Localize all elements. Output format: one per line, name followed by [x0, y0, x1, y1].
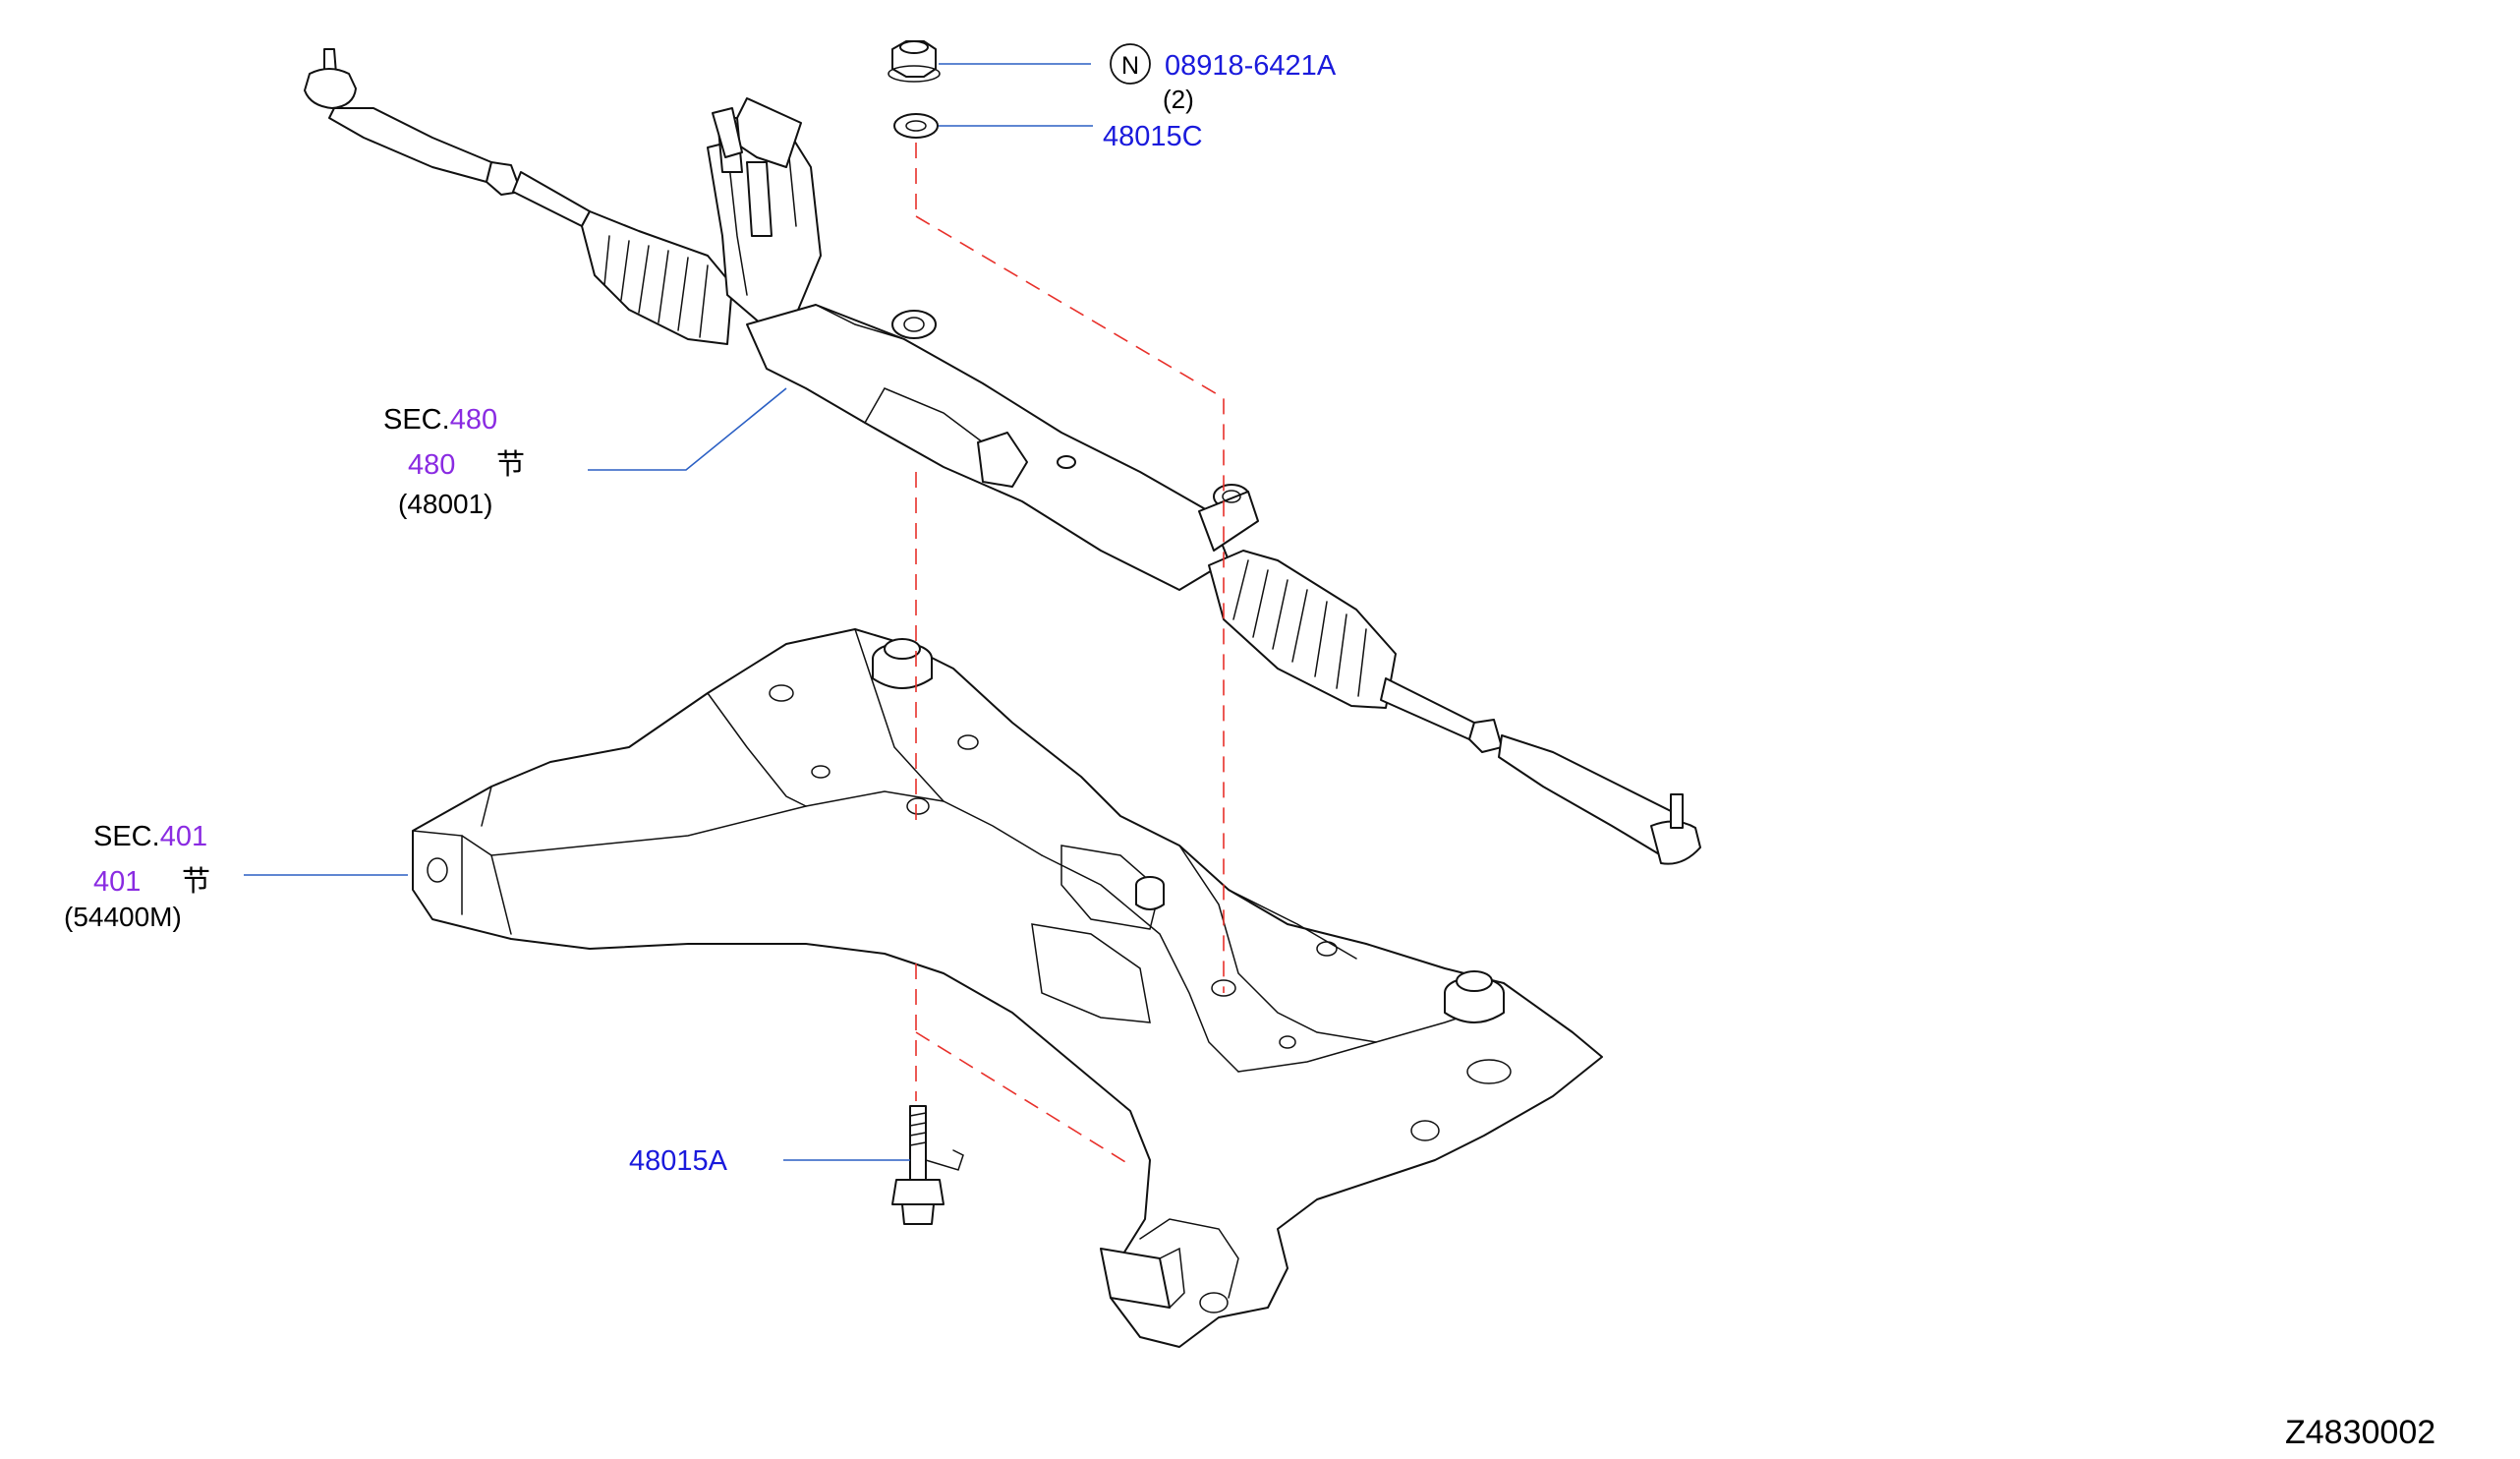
member-part-number: (54400M)	[64, 902, 182, 932]
callout-member: SEC.401 401 节 (54400M)	[64, 821, 210, 932]
member-jie-label: 节	[182, 865, 210, 898]
callout-nut[interactable]: N 08918-6421A (2)	[1110, 43, 1337, 114]
sec-number[interactable]: 480	[450, 404, 497, 436]
diagram-id: Z4830002	[2285, 1414, 2435, 1451]
front-suspension-member	[412, 628, 1603, 1348]
member-sec-label[interactable]: SEC.401	[93, 821, 207, 852]
washer-part-number[interactable]: 48015C	[1103, 121, 1203, 152]
steering-section-link[interactable]: 480	[408, 449, 455, 481]
steering-part-number: (48001)	[398, 489, 493, 519]
callout-steering-gear: SEC.480 480 节 (48001)	[383, 404, 525, 519]
mounting-bolt-graphic	[891, 1105, 964, 1225]
flange-nut-graphic	[888, 40, 941, 83]
steering-sec-label[interactable]: SEC.480	[383, 404, 497, 436]
steering-gear-assembly	[304, 48, 1701, 865]
alignment-lines	[915, 143, 1225, 1166]
nut-part-number[interactable]: 08918-6421A	[1165, 50, 1337, 82]
n-marker: N	[1121, 52, 1139, 80]
washer-graphic	[893, 113, 939, 139]
nut-quantity: (2)	[1163, 85, 1194, 114]
sec-prefix: SEC.	[383, 404, 450, 436]
bolt-part-number[interactable]: 48015A	[629, 1145, 728, 1177]
steering-jie-label: 节	[496, 448, 525, 481]
n-marker-icon	[1110, 43, 1151, 85]
member-section-link[interactable]: 401	[93, 866, 141, 898]
sec-prefix: SEC.	[93, 821, 160, 852]
leader-lines	[244, 63, 1093, 1161]
sec-number[interactable]: 401	[160, 821, 207, 852]
